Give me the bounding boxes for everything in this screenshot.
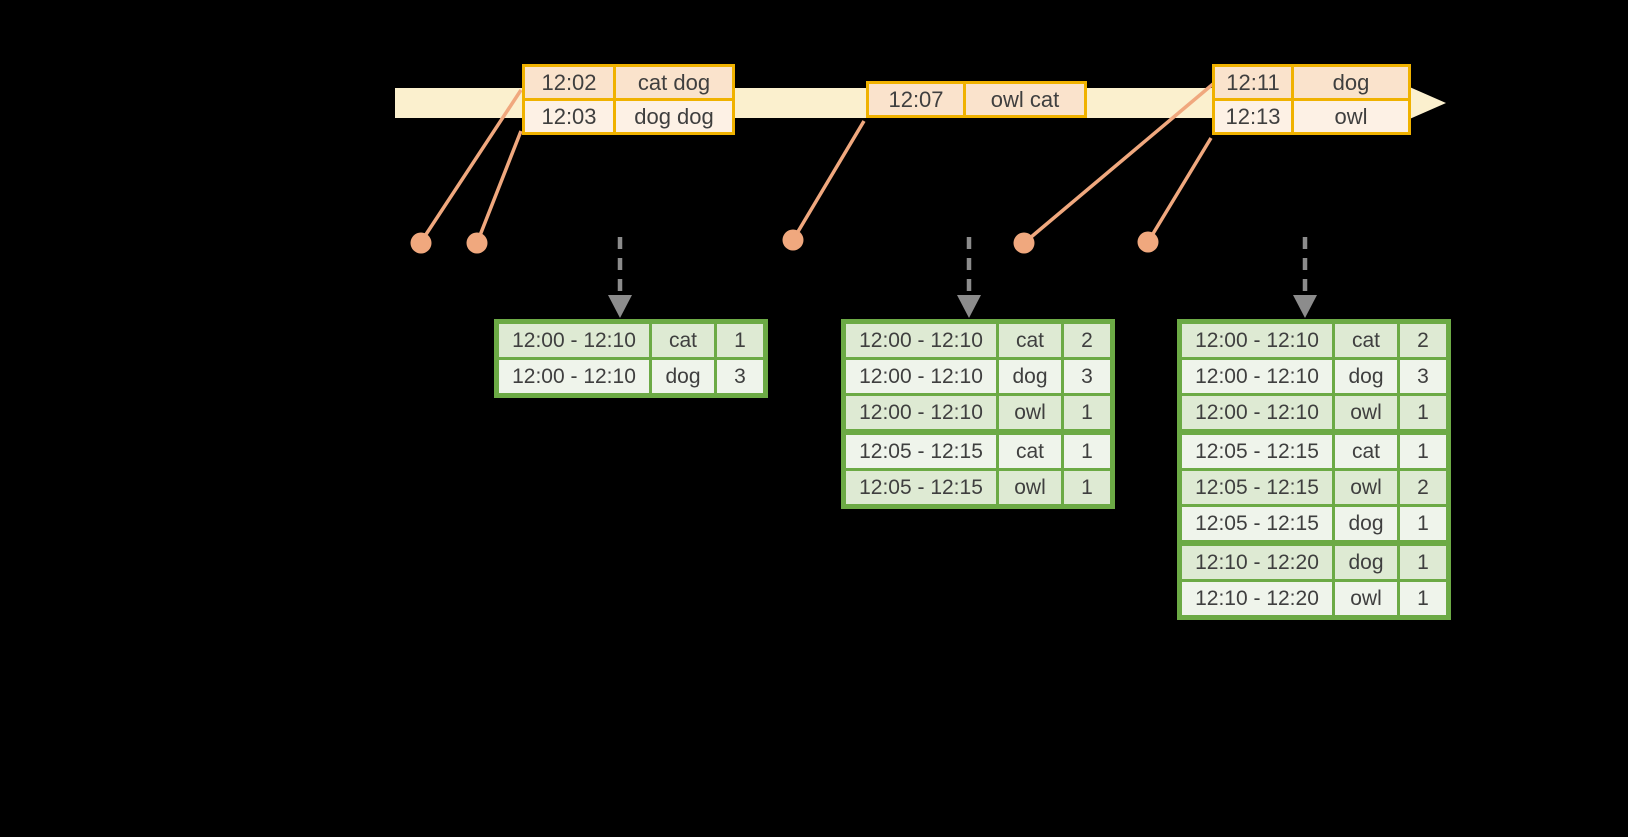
- event-words-cell: dog: [1291, 64, 1411, 101]
- word-cell: owl: [1332, 579, 1400, 619]
- connector-line-1203: [475, 130, 523, 244]
- event-words-cell: cat dog: [613, 64, 735, 101]
- count-cell: 3: [1397, 357, 1450, 396]
- event-dot-1207: [782, 229, 804, 251]
- result-table-3: 12:00 - 12:10 cat 2 12:00 - 12:10 dog 3 …: [1177, 319, 1451, 620]
- word-cell: owl: [1332, 393, 1400, 434]
- word-cell: dog: [1332, 504, 1400, 545]
- window-cell: 12:05 - 12:15: [1178, 504, 1335, 545]
- result-row: 12:10 - 12:20 dog 1: [1178, 540, 1450, 582]
- window-cell: 12:05 - 12:15: [1178, 429, 1335, 471]
- count-cell: 3: [714, 357, 767, 397]
- count-cell: 1: [1061, 468, 1114, 508]
- trigger-arrow-3: [1293, 237, 1317, 318]
- count-cell: 1: [1397, 393, 1450, 434]
- count-cell: 1: [1397, 429, 1450, 471]
- result-row: 12:10 - 12:20 owl 1: [1178, 579, 1450, 619]
- word-cell: dog: [996, 357, 1064, 396]
- count-cell: 2: [1397, 320, 1450, 360]
- count-cell: 1: [1397, 504, 1450, 545]
- event-dot-1202: [410, 232, 432, 254]
- result-row: 12:00 - 12:10 dog 3: [1178, 357, 1450, 396]
- result-row: 12:05 - 12:15 cat 1: [1178, 429, 1450, 471]
- word-cell: owl: [1332, 468, 1400, 507]
- result-row: 12:05 - 12:15 owl 1: [842, 468, 1114, 508]
- result-row: 12:05 - 12:15 dog 1: [1178, 504, 1450, 545]
- word-cell: owl: [996, 393, 1064, 434]
- event-row: 12:03 dog dog: [522, 98, 735, 135]
- result-row: 12:05 - 12:15 owl 2: [1178, 468, 1450, 507]
- event-words-cell: dog dog: [613, 98, 735, 135]
- event-table-2: 12:07 owl cat: [866, 81, 1087, 118]
- word-cell: cat: [996, 429, 1064, 471]
- window-cell: 12:00 - 12:10: [1178, 393, 1335, 434]
- word-cell: cat: [1332, 320, 1400, 360]
- trigger-arrow-1: [608, 237, 632, 318]
- window-cell: 12:05 - 12:15: [842, 468, 999, 508]
- window-cell: 12:00 - 12:10: [1178, 357, 1335, 396]
- connector-line-1207: [791, 120, 866, 241]
- result-table-1: 12:00 - 12:10 cat 1 12:00 - 12:10 dog 3: [494, 319, 768, 398]
- count-cell: 1: [1061, 429, 1114, 471]
- result-row: 12:00 - 12:10 dog 3: [495, 357, 767, 397]
- window-cell: 12:00 - 12:10: [842, 393, 999, 434]
- word-cell: cat: [1332, 429, 1400, 471]
- connector-line-1202: [419, 89, 523, 243]
- event-time-cell: 12:07: [866, 81, 966, 118]
- window-cell: 12:10 - 12:20: [1178, 579, 1335, 619]
- count-cell: 1: [1397, 540, 1450, 582]
- event-row: 12:11 dog: [1212, 64, 1411, 101]
- window-cell: 12:10 - 12:20: [1178, 540, 1335, 582]
- event-dot-1213: [1137, 231, 1159, 253]
- word-cell: cat: [649, 320, 717, 360]
- result-row: 12:00 - 12:10 dog 3: [842, 357, 1114, 396]
- word-cell: dog: [1332, 540, 1400, 582]
- event-words-cell: owl: [1291, 98, 1411, 135]
- window-cell: 12:05 - 12:15: [842, 429, 999, 471]
- result-row: 12:00 - 12:10 owl 1: [842, 393, 1114, 434]
- event-row: 12:07 owl cat: [866, 81, 1087, 118]
- word-cell: owl: [996, 468, 1064, 508]
- word-cell: cat: [996, 320, 1064, 360]
- event-time-cell: 12:11: [1212, 64, 1294, 101]
- count-cell: 3: [1061, 357, 1114, 396]
- result-row: 12:00 - 12:10 owl 1: [1178, 393, 1450, 434]
- count-cell: 2: [1397, 468, 1450, 507]
- event-table-3: 12:11 dog 12:13 owl: [1212, 64, 1411, 135]
- event-time-cell: 12:02: [522, 64, 616, 101]
- count-cell: 1: [1397, 579, 1450, 619]
- event-time-cell: 12:13: [1212, 98, 1294, 135]
- count-cell: 2: [1061, 320, 1114, 360]
- window-cell: 12:00 - 12:10: [842, 320, 999, 360]
- trigger-arrow-2: [957, 237, 981, 318]
- word-cell: dog: [1332, 357, 1400, 396]
- window-cell: 12:00 - 12:10: [495, 357, 652, 397]
- connector-line-1213: [1146, 137, 1213, 243]
- result-row: 12:00 - 12:10 cat 1: [495, 320, 767, 360]
- event-dot-1211: [1013, 232, 1035, 254]
- connector-line-1211: [1022, 82, 1215, 245]
- result-table-2: 12:00 - 12:10 cat 2 12:00 - 12:10 dog 3 …: [841, 319, 1115, 509]
- event-row: 12:13 owl: [1212, 98, 1411, 135]
- window-cell: 12:00 - 12:10: [1178, 320, 1335, 360]
- window-cell: 12:05 - 12:15: [1178, 468, 1335, 507]
- result-row: 12:00 - 12:10 cat 2: [1178, 320, 1450, 360]
- word-cell: dog: [649, 357, 717, 397]
- window-cell: 12:00 - 12:10: [842, 357, 999, 396]
- event-table-1: 12:02 cat dog 12:03 dog dog: [522, 64, 735, 135]
- result-row: 12:05 - 12:15 cat 1: [842, 429, 1114, 471]
- count-cell: 1: [714, 320, 767, 360]
- result-row: 12:00 - 12:10 cat 2: [842, 320, 1114, 360]
- count-cell: 1: [1061, 393, 1114, 434]
- event-row: 12:02 cat dog: [522, 64, 735, 101]
- event-words-cell: owl cat: [963, 81, 1087, 118]
- event-dot-1203: [466, 232, 488, 254]
- event-time-cell: 12:03: [522, 98, 616, 135]
- window-cell: 12:00 - 12:10: [495, 320, 652, 360]
